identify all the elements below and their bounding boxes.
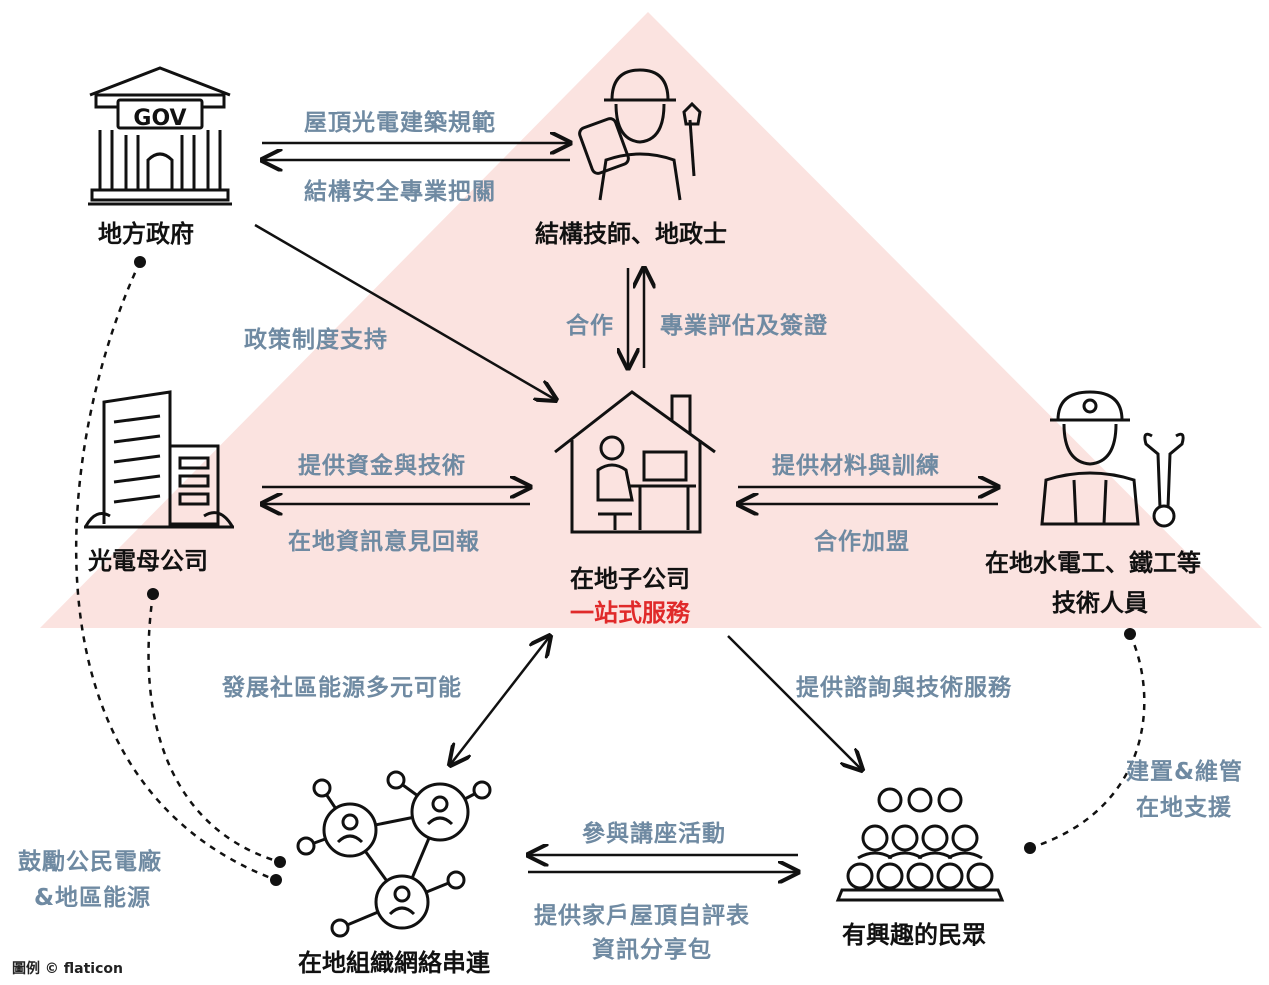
label-develop: 發展社區能源多元可能	[222, 675, 462, 701]
office-building-icon	[84, 390, 234, 529]
label-consult: 提供諮詢與技術服務	[796, 675, 1012, 701]
dot-network-b	[274, 856, 286, 868]
arrow-sub-network	[450, 636, 550, 765]
background-triangle	[40, 12, 1262, 628]
label-funding: 提供資金與技術	[298, 453, 466, 479]
arrow-policy	[254, 223, 556, 400]
node-public: 有興趣的民眾	[842, 921, 986, 949]
house-office-icon	[554, 390, 716, 534]
government-building-icon	[88, 66, 232, 206]
dot-tech	[1124, 628, 1136, 640]
dot-public	[1024, 842, 1036, 854]
label-structural-safety: 結構安全專業把關	[304, 179, 496, 205]
label-building-code: 屋頂光電建築規範	[304, 110, 496, 136]
node-network: 在地組織網絡串連	[298, 949, 490, 977]
node-local-subsidiary: 在地子公司	[570, 565, 690, 593]
label-encourage-line1: 鼓勵公民電廠	[18, 849, 162, 875]
technician-wrench-icon	[1040, 390, 1185, 528]
dot-network-a	[270, 874, 282, 886]
engineer-icon	[578, 68, 702, 201]
dot-gov	[134, 256, 146, 268]
node-technician-line2: 技術人員	[1052, 589, 1148, 617]
label-support-line2: 在地支援	[1136, 795, 1232, 821]
node-engineer: 結構技師、地政士	[535, 220, 727, 248]
dashed-tech-to-public	[1029, 633, 1146, 850]
node-parent-company: 光電母公司	[88, 547, 208, 575]
dashed-gov-to-network	[75, 261, 277, 882]
label-feedback: 在地資訊意見回報	[288, 529, 480, 555]
crowd-icon	[835, 787, 1005, 902]
icon-credit: 圖例 © flaticon	[12, 961, 123, 977]
arrow-sub-to-public	[727, 635, 862, 770]
network-icon	[296, 770, 492, 938]
label-assessment: 專業評估及簽證	[660, 313, 828, 339]
label-support-line1: 建置&維管	[1126, 759, 1244, 785]
dashed-parent-to-network	[147, 593, 281, 864]
label-encourage-line2: &地區能源	[34, 885, 152, 911]
label-self-eval-line2: 資訊分享包	[592, 937, 712, 963]
node-technician-line1: 在地水電工、鐵工等	[985, 549, 1201, 577]
label-lectures: 參與講座活動	[582, 821, 726, 847]
one-stop-service: 一站式服務	[570, 599, 690, 627]
label-cooperation: 合作	[566, 313, 614, 339]
label-self-eval-line1: 提供家戶屋頂自評表	[534, 903, 750, 929]
node-gov: 地方政府	[98, 220, 194, 248]
label-franchise: 合作加盟	[814, 529, 910, 555]
label-policy-support: 政策制度支持	[244, 327, 388, 353]
dot-parent	[147, 588, 159, 600]
label-materials: 提供材料與訓練	[772, 453, 940, 479]
gov-icon-text: GOV	[133, 106, 186, 131]
